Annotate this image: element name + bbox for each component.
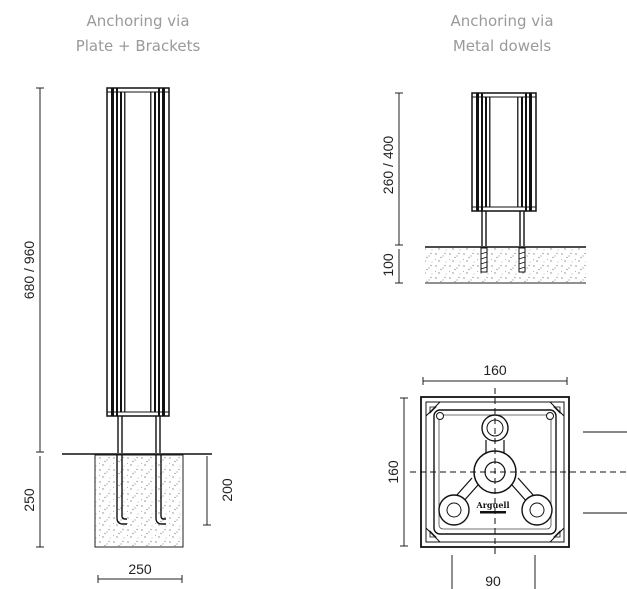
dim-plate-width: 160 [422,362,568,385]
right-bollard-view: 260 / 400 100 [380,92,586,284]
dim-left-rod-label: 200 [219,478,235,502]
right-bollard-legs [481,211,525,246]
dim-plate-height: 160 [385,397,408,547]
arguell-logo: Arguell [476,500,510,514]
plate-corner-tabs [425,401,565,543]
plate-corner-holes [436,412,554,420]
plate-right-boss [521,494,553,526]
dim-left-width-label: 250 [128,561,152,577]
dim-left-height: 680 / 960 [21,87,44,453]
right-caption-line2: Metal dowels [453,37,552,55]
right-metal-dowels [480,247,526,273]
left-concrete-foundation [94,454,184,548]
right-concrete-slab [425,248,586,283]
right-bollard-body [471,92,537,212]
left-bollard-view: 680 / 960 250 200 250 [21,87,235,583]
left-anchor-rods [116,455,166,525]
dim-right-depth-label: 100 [380,253,396,277]
plate-center-lines [410,388,627,555]
dim-plate-inner: 90 [451,555,536,589]
dim-left-height-label: 680 / 960 [21,241,37,300]
dim-plate-inner-label: 90 [485,573,501,589]
left-bollard-body [106,87,170,417]
dim-left-width: 250 [97,561,183,583]
left-caption-line1: Anchoring via [86,12,189,30]
left-brackets [117,416,161,453]
dim-right-depth: 100 [380,249,403,284]
dim-left-rod: 200 [203,456,235,526]
dim-left-depth-label: 250 [21,488,37,512]
left-caption-line2: Plate + Brackets [76,37,201,55]
dim-plate-height-label: 160 [385,460,401,484]
dim-right-height-label: 260 / 400 [380,136,396,195]
dim-plate-width-label: 160 [483,362,507,378]
plate-left-boss [438,494,470,526]
dim-right-height: 260 / 400 [380,92,403,246]
logo-text: Arguell [476,500,510,510]
dim-left-depth: 250 [21,456,44,548]
right-caption-line1: Anchoring via [450,12,553,30]
base-plate-plan: 160 160 [385,362,627,589]
